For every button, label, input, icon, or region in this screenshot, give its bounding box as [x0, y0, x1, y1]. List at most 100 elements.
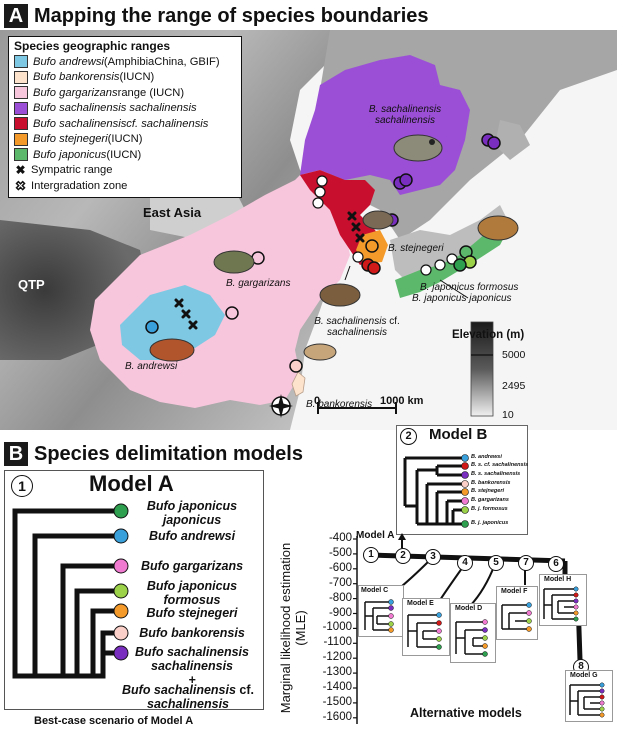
range-legend: Species geographic ranges Bufo andrewsi … [8, 36, 242, 198]
y-tick-label: -400 [328, 532, 352, 544]
elevation-mid: 2495 [502, 380, 526, 392]
y-tick-label: -1300 [322, 666, 352, 679]
y-tick-label: -700 [328, 576, 352, 589]
label-east-asia: East Asia [143, 205, 202, 220]
model-b-title: Model B [429, 426, 488, 443]
label-gargarizans: B. gargarizans [226, 278, 291, 289]
legend-swatch [14, 101, 28, 115]
model-b-tip: B. stejnegeri [471, 488, 505, 494]
panel-b-title: Species delimitation models [34, 443, 303, 465]
legend-item: Bufo stejnegeri (IUCN) [9, 132, 241, 148]
legend-item: Bufo gargarizans range (IUCN) [9, 85, 241, 101]
panel-a-badge: A [4, 4, 28, 28]
model-a-tree [12, 503, 129, 679]
legend-item: Bufo andrewsi (AmphibiaChina, GBIF) [9, 54, 241, 70]
model-g-thumb: Model G [565, 670, 613, 722]
model-f-thumb: Model F [496, 586, 538, 640]
y-tick-label: -1100 [323, 636, 352, 649]
mle-point-7: 7 [518, 555, 534, 571]
model-a-tip: Bufo stejnegeri [146, 606, 238, 620]
panel-b-badge: B [4, 442, 28, 466]
mle-point-3: 3 [425, 549, 441, 565]
model-b-tip: B. gargarizans [471, 497, 509, 503]
legend-sympatric: ✖Sympatric range [15, 163, 113, 178]
sympatric-markers [174, 211, 365, 330]
range-map [0, 30, 617, 430]
model-a-extra-tip: Bufo sachalinensis cf.sachalinensis [122, 683, 254, 711]
sampling-points [145, 133, 501, 373]
toad-sachalinensis-illustration [393, 134, 443, 162]
y-tick-label: -800 [328, 591, 352, 604]
chart-xlabel: Alternative models [410, 706, 522, 720]
model-e-thumb: Model E [402, 598, 450, 656]
white-x-icon: ✖ [15, 178, 26, 193]
legend-swatch [14, 148, 28, 162]
arrow-japonicus [439, 279, 469, 299]
y-tick-label: -900 [328, 606, 352, 619]
y-tick-label: -500 [328, 546, 352, 559]
model-a-plus: + [188, 673, 196, 687]
model-b-tip: B. andrewsi [471, 454, 502, 460]
toad-cf-illustration [362, 210, 394, 230]
arrow-cf [344, 265, 351, 281]
model-b-tree [403, 454, 469, 528]
y-tick-label: -1000 [322, 621, 352, 634]
model-h-thumb: Model H [539, 574, 587, 626]
mle-point-2: 2 [395, 548, 411, 564]
scale-start-label: 0 [314, 395, 321, 407]
label-stejnegeri: B. stejnegeri [388, 243, 444, 254]
legend-item: Bufo sachalinensis sachalinensis [9, 101, 241, 117]
label-bankorensis: B. bankorensis [306, 399, 373, 410]
model-h-label: Model H [544, 576, 572, 583]
model-b-tip: B. s. cf. sachalinensis [471, 462, 529, 468]
range-andrewsi [120, 285, 225, 360]
label-andrewsi: B. andrewsi [125, 361, 178, 372]
legend-swatch [14, 70, 28, 84]
label-japonicus-japonicus: B. japonicus japonicus [412, 293, 512, 304]
model-b-tip: B. j. japonicus [471, 520, 509, 526]
scale-bar-line [317, 402, 397, 414]
hokkaido-land [495, 120, 530, 160]
model-b-number: 2 [400, 428, 417, 445]
scale-end-label: 1000 km [380, 395, 424, 407]
model-e-label: Model E [407, 600, 434, 607]
mle-point-6: 6 [548, 556, 564, 572]
toad-gargarizans-illustration [213, 250, 255, 274]
model-a-title: Model A [89, 471, 174, 496]
compass-icon [269, 394, 293, 418]
model-d-thumb: Model D [450, 603, 496, 663]
legend-intergradation: ✖Intergradation zone [15, 178, 128, 193]
model-a-pointer-label: Model A [356, 530, 395, 541]
model-a-tip: Bufo gargarizans [140, 559, 244, 573]
range-bankorensis [291, 371, 306, 397]
elevation-min: 10 [502, 409, 514, 421]
model-c-thumb: Model C [358, 585, 404, 637]
y-tick-label: -600 [328, 561, 352, 574]
model-b-tip: B. s. sachalinensis [471, 471, 521, 477]
legend-swatch [14, 55, 28, 69]
model-c-label: Model C [361, 587, 389, 594]
model-a-caption: Best-case scenario of Model A [34, 715, 194, 727]
mle-point-1: 1 [363, 547, 379, 563]
y-tick-label: -1600 [322, 710, 352, 723]
legend-swatch [14, 86, 28, 100]
model-a-number: 1 [11, 475, 33, 497]
y-tick-label: -1400 [322, 681, 352, 693]
y-tick-label: -1500 [322, 695, 352, 708]
toad-cf-large-illustration [319, 283, 361, 307]
model-b-box: 2 Model B B. andrewsi B. s. cf. sachalin… [396, 425, 528, 535]
legend-item: Bufo japonicus (IUCN) [9, 147, 241, 163]
toad-japonicus-illustration [477, 215, 519, 241]
elevation-title: Elevation (m) [452, 329, 525, 341]
model-a-tip: Bufo bankorensis [139, 626, 245, 640]
model-a-tip: Bufo andrewsi [148, 529, 236, 543]
elevation-colorbar [470, 321, 494, 417]
mle-point-5: 5 [488, 555, 504, 571]
intergradation-markers [312, 175, 458, 276]
legend-swatch [14, 132, 28, 146]
arrow-to-d [469, 563, 496, 607]
model-g-label: Model G [570, 672, 598, 679]
